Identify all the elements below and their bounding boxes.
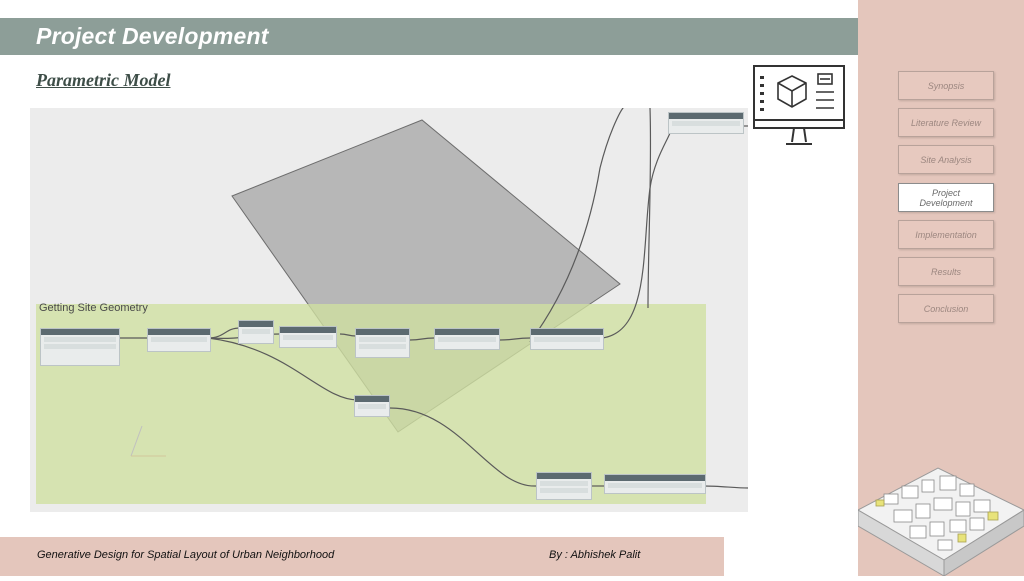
node-flatten[interactable] (238, 320, 274, 344)
nav-item-label: Implementation (915, 229, 977, 240)
nav-item-synopsis[interactable]: Synopsis (898, 71, 994, 100)
nav-item-label: Literature Review (910, 117, 982, 128)
node-list-chop[interactable] (355, 328, 410, 358)
nav-item-project-development[interactable]: Project Development (898, 183, 994, 212)
page-title: Project Development (36, 23, 269, 49)
header-bar: Project Development (0, 18, 858, 55)
section-title: Parametric Model (36, 70, 171, 90)
node-wires (119, 108, 748, 489)
node-group-title: Getting Site Geometry (39, 302, 148, 314)
nav-item-label: Conclusion (923, 303, 969, 314)
node-curve-startpoint[interactable] (279, 326, 337, 348)
footer-author: By : Abhishek Palit (549, 549, 641, 561)
node-code-block-top[interactable] (668, 112, 744, 134)
computer-monitor-cube-icon (750, 62, 848, 153)
node-select-model-elements[interactable] (40, 328, 120, 366)
footer-bar: Generative Design for Spatial Layout of … (0, 537, 724, 576)
node-element-curves[interactable] (147, 328, 211, 352)
nav-item-site-analysis[interactable]: Site Analysis (898, 145, 994, 174)
node-polygon-bypoints[interactable] (434, 328, 500, 350)
nav-item-implementation[interactable]: Implementation (898, 220, 994, 249)
node-data-remember[interactable] (354, 395, 390, 417)
dynamo-graph-canvas[interactable]: Getting Site Geometry (30, 108, 748, 512)
footer-project-title: Generative Design for Spatial Layout of … (37, 549, 335, 561)
nav-item-label: Synopsis (927, 80, 965, 91)
nav-item-label: Project Development (919, 187, 973, 208)
node-code-block-bottom[interactable] (604, 474, 706, 494)
node-list-flatten[interactable] (536, 472, 592, 500)
nav-item-conclusion[interactable]: Conclusion (898, 294, 994, 323)
isometric-city-model-icon (856, 460, 1024, 581)
nav-item-literature-review[interactable]: Literature Review (898, 108, 994, 137)
nav-item-label: Results (930, 266, 961, 277)
nav-item-results[interactable]: Results (898, 257, 994, 286)
node-surface-bypatch[interactable] (530, 328, 604, 350)
nav-item-label: Site Analysis (920, 154, 972, 165)
